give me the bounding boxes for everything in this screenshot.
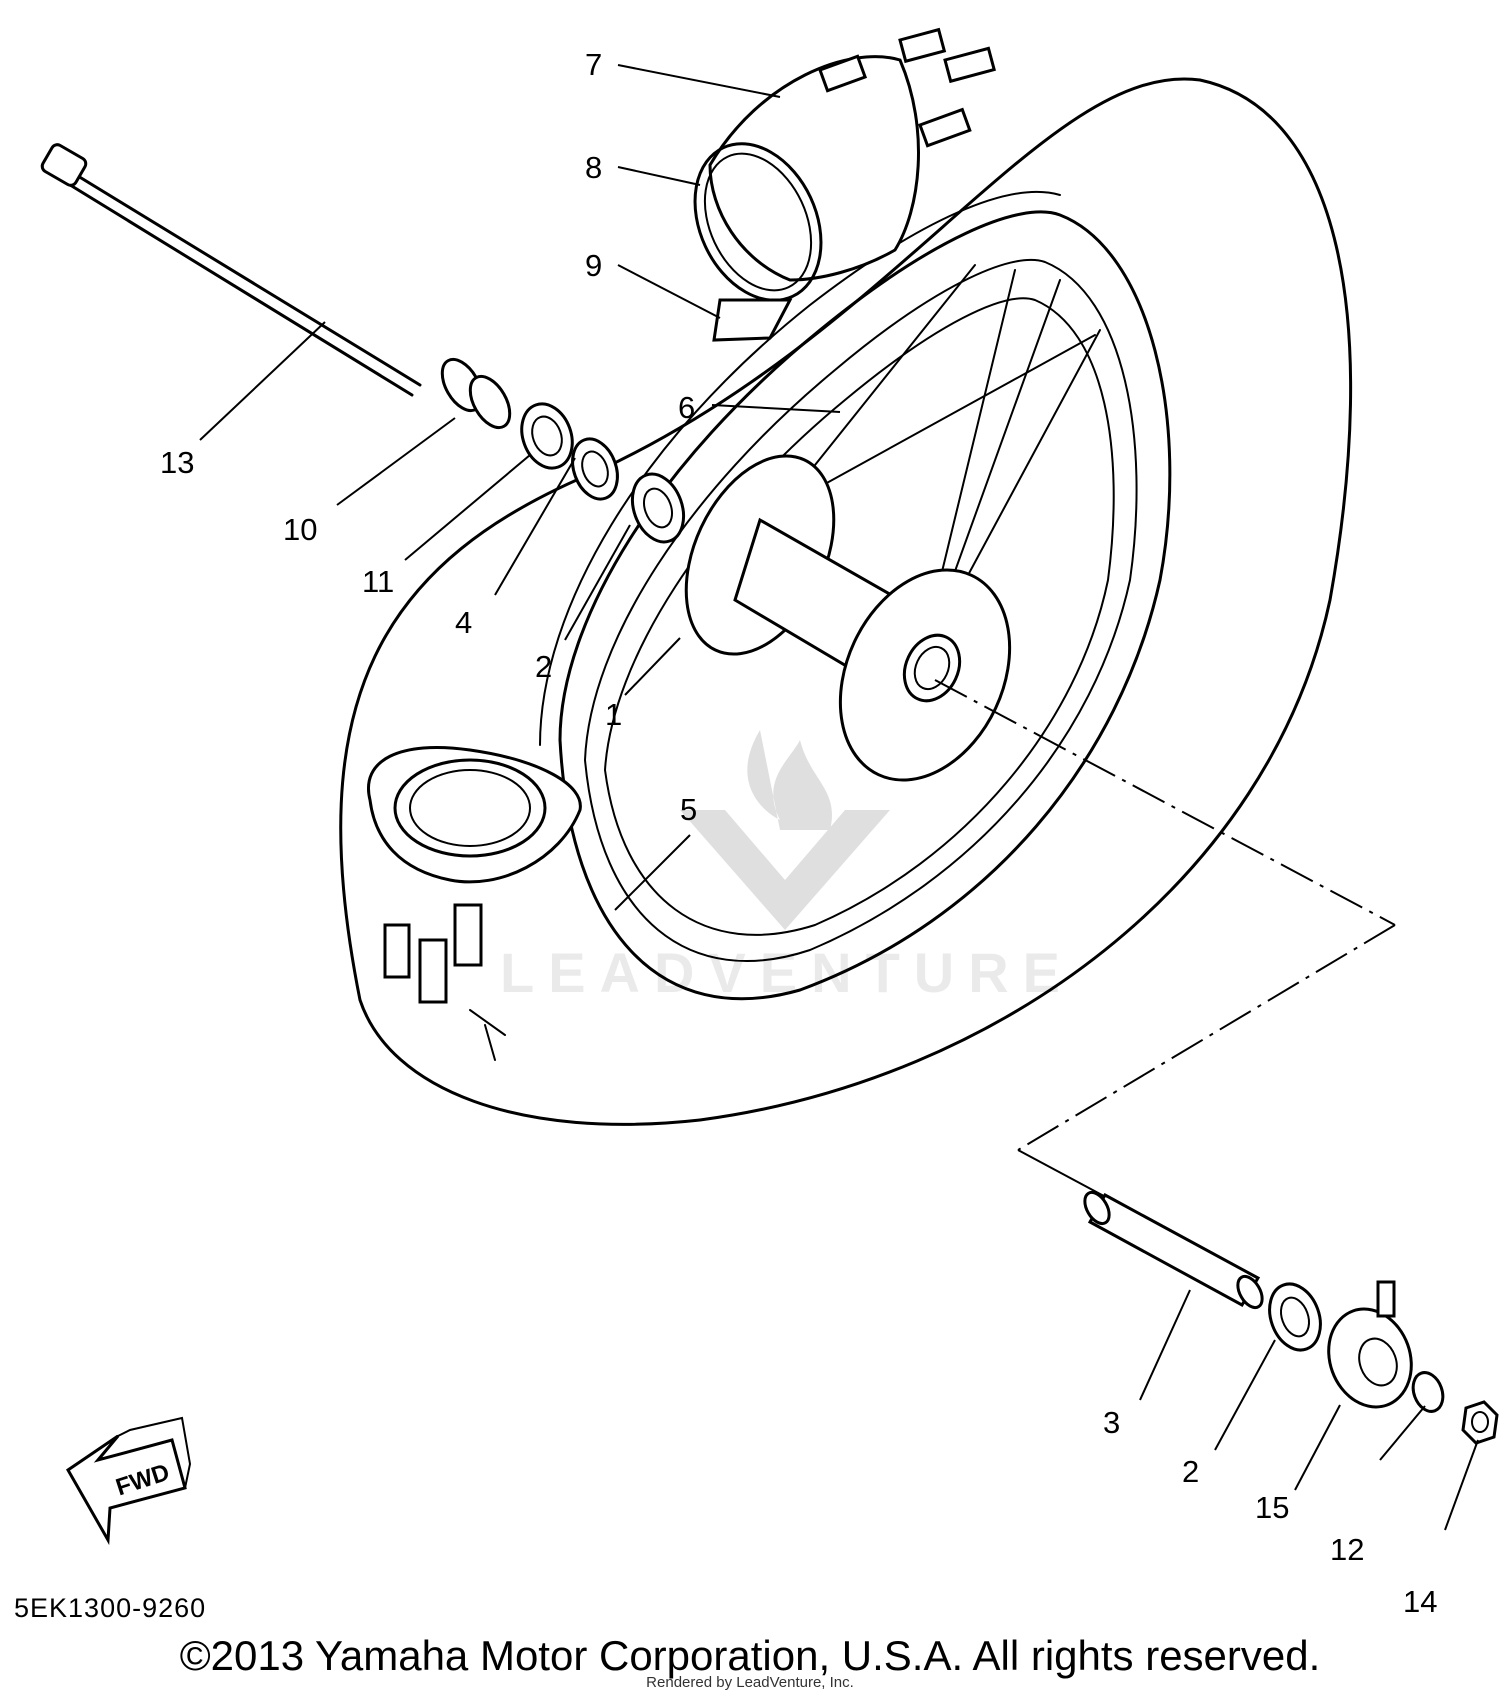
- leader-lines: [199, 64, 1479, 1531]
- leadventure-watermark-logo: [680, 730, 890, 930]
- copyright-notice: ©2013 Yamaha Motor Corporation, U.S.A. A…: [179, 1632, 1321, 1679]
- spokes: [794, 264, 1101, 591]
- nut-14: [1461, 1400, 1499, 1445]
- gear-unit-15: [1327, 1280, 1413, 1409]
- callout-labels: 1 2 3 2 4 5 6 7 8 9 10 11 12 13 14 15: [160, 47, 1437, 1619]
- reference-code: 5EK1300-9260: [14, 1593, 207, 1623]
- tire-cross-section: [367, 745, 582, 1061]
- callout-12: 12: [1330, 1532, 1364, 1567]
- callout-2-left: 2: [535, 649, 552, 684]
- callout-14: 14: [1403, 1584, 1437, 1619]
- fwd-arrow-icon: FWD: [66, 1416, 192, 1546]
- callout-11: 11: [362, 564, 394, 599]
- callout-3: 3: [1103, 1405, 1120, 1440]
- bearing-2-left: [630, 472, 686, 544]
- bearing-4: [571, 437, 619, 501]
- callout-8: 8: [585, 150, 602, 185]
- collar-10: [440, 357, 512, 430]
- callout-4: 4: [455, 605, 472, 640]
- callout-9: 9: [585, 248, 602, 283]
- rendered-by-note: Rendered by LeadVenture, Inc.: [646, 1674, 854, 1691]
- callout-2-right: 2: [1182, 1454, 1199, 1489]
- callout-5: 5: [680, 792, 697, 827]
- left-hub-parts: [40, 143, 686, 544]
- callout-6: 6: [678, 390, 695, 425]
- callout-15: 15: [1255, 1490, 1289, 1525]
- callout-7: 7: [585, 47, 602, 82]
- spacer-3: [1083, 1190, 1264, 1310]
- callout-13: 13: [160, 445, 194, 480]
- watermark-text: LEADVENTURE: [500, 941, 1075, 1004]
- washer-12: [1411, 1371, 1445, 1413]
- rim-band-and-tube-top: [693, 27, 996, 342]
- callout-1: 1: [605, 697, 622, 732]
- bearing-2-right: [1268, 1282, 1322, 1352]
- callout-10: 10: [283, 512, 317, 547]
- oil-seal-11: [520, 402, 574, 470]
- hub-drawing: [684, 454, 1012, 782]
- right-hub-parts: [1083, 1190, 1499, 1445]
